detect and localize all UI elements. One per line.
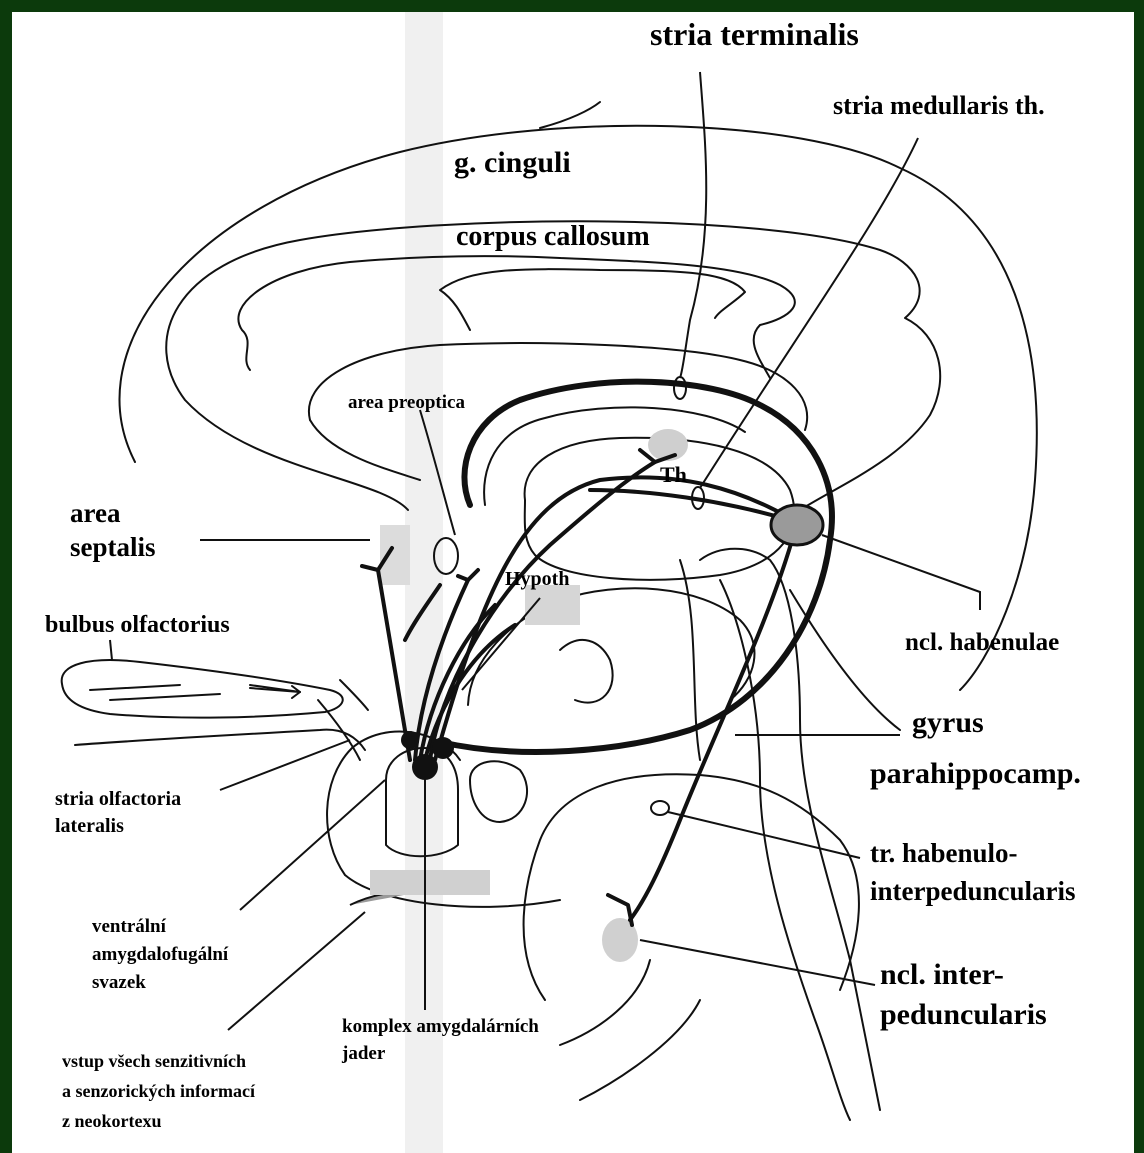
label-hypoth: Hypoth [505, 568, 569, 590]
label-stria-olfactoria-1: stria olfactoria [55, 788, 181, 810]
pons-outline [560, 960, 700, 1100]
label-ncl-inter-1: ncl. inter- [880, 958, 1004, 991]
label-area-preoptica: area preoptica [348, 392, 465, 413]
leader-stria-olfactoria [220, 740, 350, 790]
olfactory-arrow [250, 685, 300, 698]
corpus-callosum-outline [238, 256, 794, 378]
label-ncl-inter-2: peduncularis [880, 998, 1047, 1031]
label-gyrus-2: parahippocamp. [870, 757, 1081, 790]
uncus-outline [470, 761, 527, 822]
amygdala-nucleus-2 [432, 737, 454, 759]
habenulo-marker [651, 801, 669, 815]
label-stria-olfactoria-2: lateralis [55, 815, 124, 837]
lateral-stria-fragment [318, 680, 368, 760]
label-stria-terminalis: stria terminalis [650, 16, 859, 52]
leader-bulbus [110, 640, 112, 660]
septum-outline [310, 420, 420, 480]
label-gyrus-1: gyrus [912, 706, 984, 739]
sensory-input-shade [370, 870, 490, 895]
label-ventralni-3: svazek [92, 972, 146, 993]
label-vstup-1: vstup všech senzitivních [62, 1051, 246, 1071]
leader-ventralni [240, 780, 385, 910]
diagram-paper: stria terminalis stria medullaris th. g.… [12, 12, 1134, 1153]
label-vstup-3: z neokortexu [62, 1111, 161, 1131]
mammillary-region-outline [560, 640, 613, 703]
leader-vstup [228, 912, 365, 1030]
limbic-diagram: stria terminalis stria medullaris th. g.… [12, 12, 1134, 1153]
label-ventralni-1: ventrální [92, 916, 167, 937]
stria-terminalis-marker [674, 377, 686, 399]
leader-tr-habenulo [668, 812, 860, 858]
label-corpus-callosum: corpus callosum [456, 221, 650, 252]
label-area-septalis-1: area [70, 498, 121, 528]
label-komplex-1: komplex amygdalárních [342, 1016, 539, 1037]
septal-shade [380, 525, 410, 585]
label-g-cinguli: g. cinguli [454, 146, 571, 179]
leader-ncl-inter [640, 940, 875, 985]
preoptic-terminal [458, 570, 478, 580]
label-komplex-2: jader [341, 1043, 386, 1064]
leader-stria-medullaris [700, 138, 918, 488]
label-tr-habenulo-1: tr. habenulo- [870, 838, 1018, 868]
label-bulbus-olfactorius: bulbus olfactorius [45, 612, 230, 638]
leader-ncl-habenulae [822, 535, 980, 610]
brainstem-outline [700, 549, 880, 1110]
label-th: Th [660, 462, 687, 487]
label-tr-habenulo-2: interpeduncularis [870, 876, 1076, 906]
cerebral-peduncle-outline [680, 560, 900, 760]
label-stria-medullaris: stria medullaris th. [833, 91, 1045, 120]
label-ventralni-2: amygdalofugální [92, 944, 229, 965]
parahippocampal-outline [524, 774, 859, 1000]
habenular-nucleus [771, 505, 823, 545]
label-area-septalis-2: septalis [70, 532, 156, 562]
amygdala-nucleus-3 [401, 731, 419, 749]
brain-top-fragment [540, 102, 600, 128]
label-ncl-habenulae: ncl. habenulae [905, 629, 1059, 656]
olfactory-tract [75, 730, 365, 750]
label-vstup-2: a senzorických informací [62, 1081, 256, 1101]
